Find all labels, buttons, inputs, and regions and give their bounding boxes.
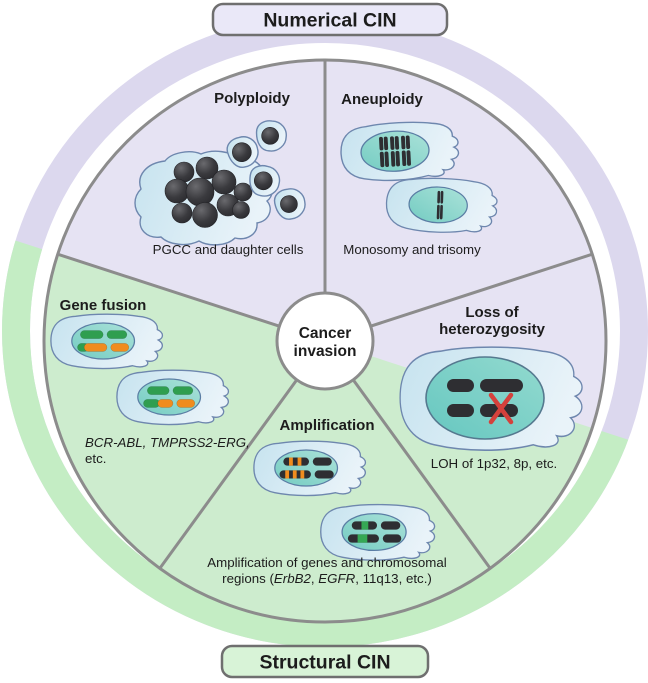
center-circle bbox=[275, 291, 375, 391]
gene-fusion-cell-1 bbox=[50, 313, 164, 370]
polyploidy-title: Polyploidy bbox=[214, 90, 291, 107]
trisomy-cell bbox=[338, 118, 461, 184]
loh-cell bbox=[399, 346, 583, 452]
aneuploidy-caption: Monosomy and trisomy bbox=[343, 242, 481, 257]
structural-cin-label: Structural CIN bbox=[259, 652, 390, 674]
loh-title-line2: heterozygosity bbox=[439, 321, 546, 338]
daughter-cell bbox=[224, 133, 262, 171]
amplification-caption-line1: Amplification of genes and chromosomal bbox=[207, 555, 447, 570]
numerical-cin-label: Numerical CIN bbox=[263, 10, 396, 32]
center-label-line2: invasion bbox=[294, 343, 357, 360]
amplification-cell-1 bbox=[253, 440, 367, 497]
daughter-cell bbox=[272, 186, 307, 222]
center-label-line1: Cancer bbox=[299, 325, 352, 342]
loh-title-line1: Loss of bbox=[465, 304, 519, 321]
daughter-cell bbox=[245, 161, 284, 201]
loh-caption: LOH of 1p32, 8p, etc. bbox=[431, 456, 557, 471]
divider-lower-left bbox=[158, 378, 299, 570]
divider-upper-right bbox=[370, 252, 593, 328]
gene-fusion-caption-line2: etc. bbox=[85, 451, 106, 466]
numerical-cin-banner bbox=[211, 2, 449, 37]
divider-upper-left bbox=[57, 252, 280, 328]
pgcc-cell bbox=[134, 150, 273, 246]
gene-fusion-caption-line1: BCR-ABL, TMPRSS2-ERG, bbox=[85, 435, 250, 450]
polyploidy-caption: PGCC and daughter cells bbox=[153, 242, 304, 257]
structural-cin-banner bbox=[220, 644, 430, 679]
daughter-cell bbox=[253, 118, 289, 154]
divider-lower-right bbox=[351, 378, 492, 570]
amplification-title: Amplification bbox=[279, 417, 374, 434]
red-x-icon bbox=[488, 392, 514, 425]
amplification-cell-2 bbox=[320, 503, 436, 561]
gene-fusion-title: Gene fusion bbox=[60, 297, 147, 314]
aneuploidy-title: Aneuploidy bbox=[341, 91, 423, 108]
amplification-caption-line2: regions (ErbB2, EGFR, 11q13, etc.) bbox=[222, 571, 432, 586]
monosomy-cell bbox=[384, 175, 499, 235]
gene-fusion-cell-2 bbox=[116, 369, 230, 426]
